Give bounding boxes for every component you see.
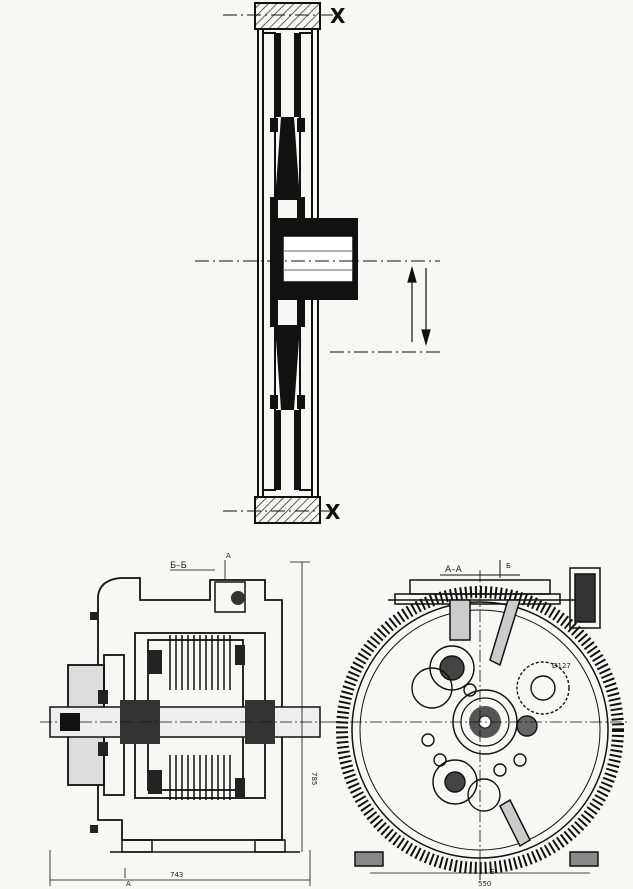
disc-section-drawing: X X [195,2,440,524]
diameter-label: Ø127 [552,662,571,670]
gear-train [411,645,570,812]
marker-b-top: Б [506,562,511,570]
section-label-a-a: А–А [445,565,463,575]
side-gearbox [569,567,601,629]
longitudinal-section-view: Б–Б А А 743 785 [40,552,330,888]
dim-height-left: 785 [310,772,318,785]
centre-lines [195,14,440,512]
x-mark-top: X [330,4,346,28]
marker-b-bottom: Б [490,868,495,876]
marker-a-bottom: А [126,880,131,888]
dim-width-right: 550 [478,880,491,888]
marker-a-top: А [226,552,231,560]
dimension-lines-left [49,560,311,886]
base-feet [110,839,300,853]
dim-width-left: 743 [170,871,183,879]
hub [278,218,358,300]
x-mark-bottom: X [325,500,341,524]
section-label-b-b: Б–Б [170,561,187,571]
main-shaft [40,700,330,744]
cross-section-view: А–А Б Б 550 Ø127 [330,560,630,888]
displacement-arrow [407,265,431,347]
top-rim-hatched [254,2,321,30]
bottom-rim-hatched [254,496,321,524]
housing-details [90,581,246,833]
linkage-levers [449,599,531,848]
cooling-fins [169,635,231,800]
housing-outline [97,577,283,841]
